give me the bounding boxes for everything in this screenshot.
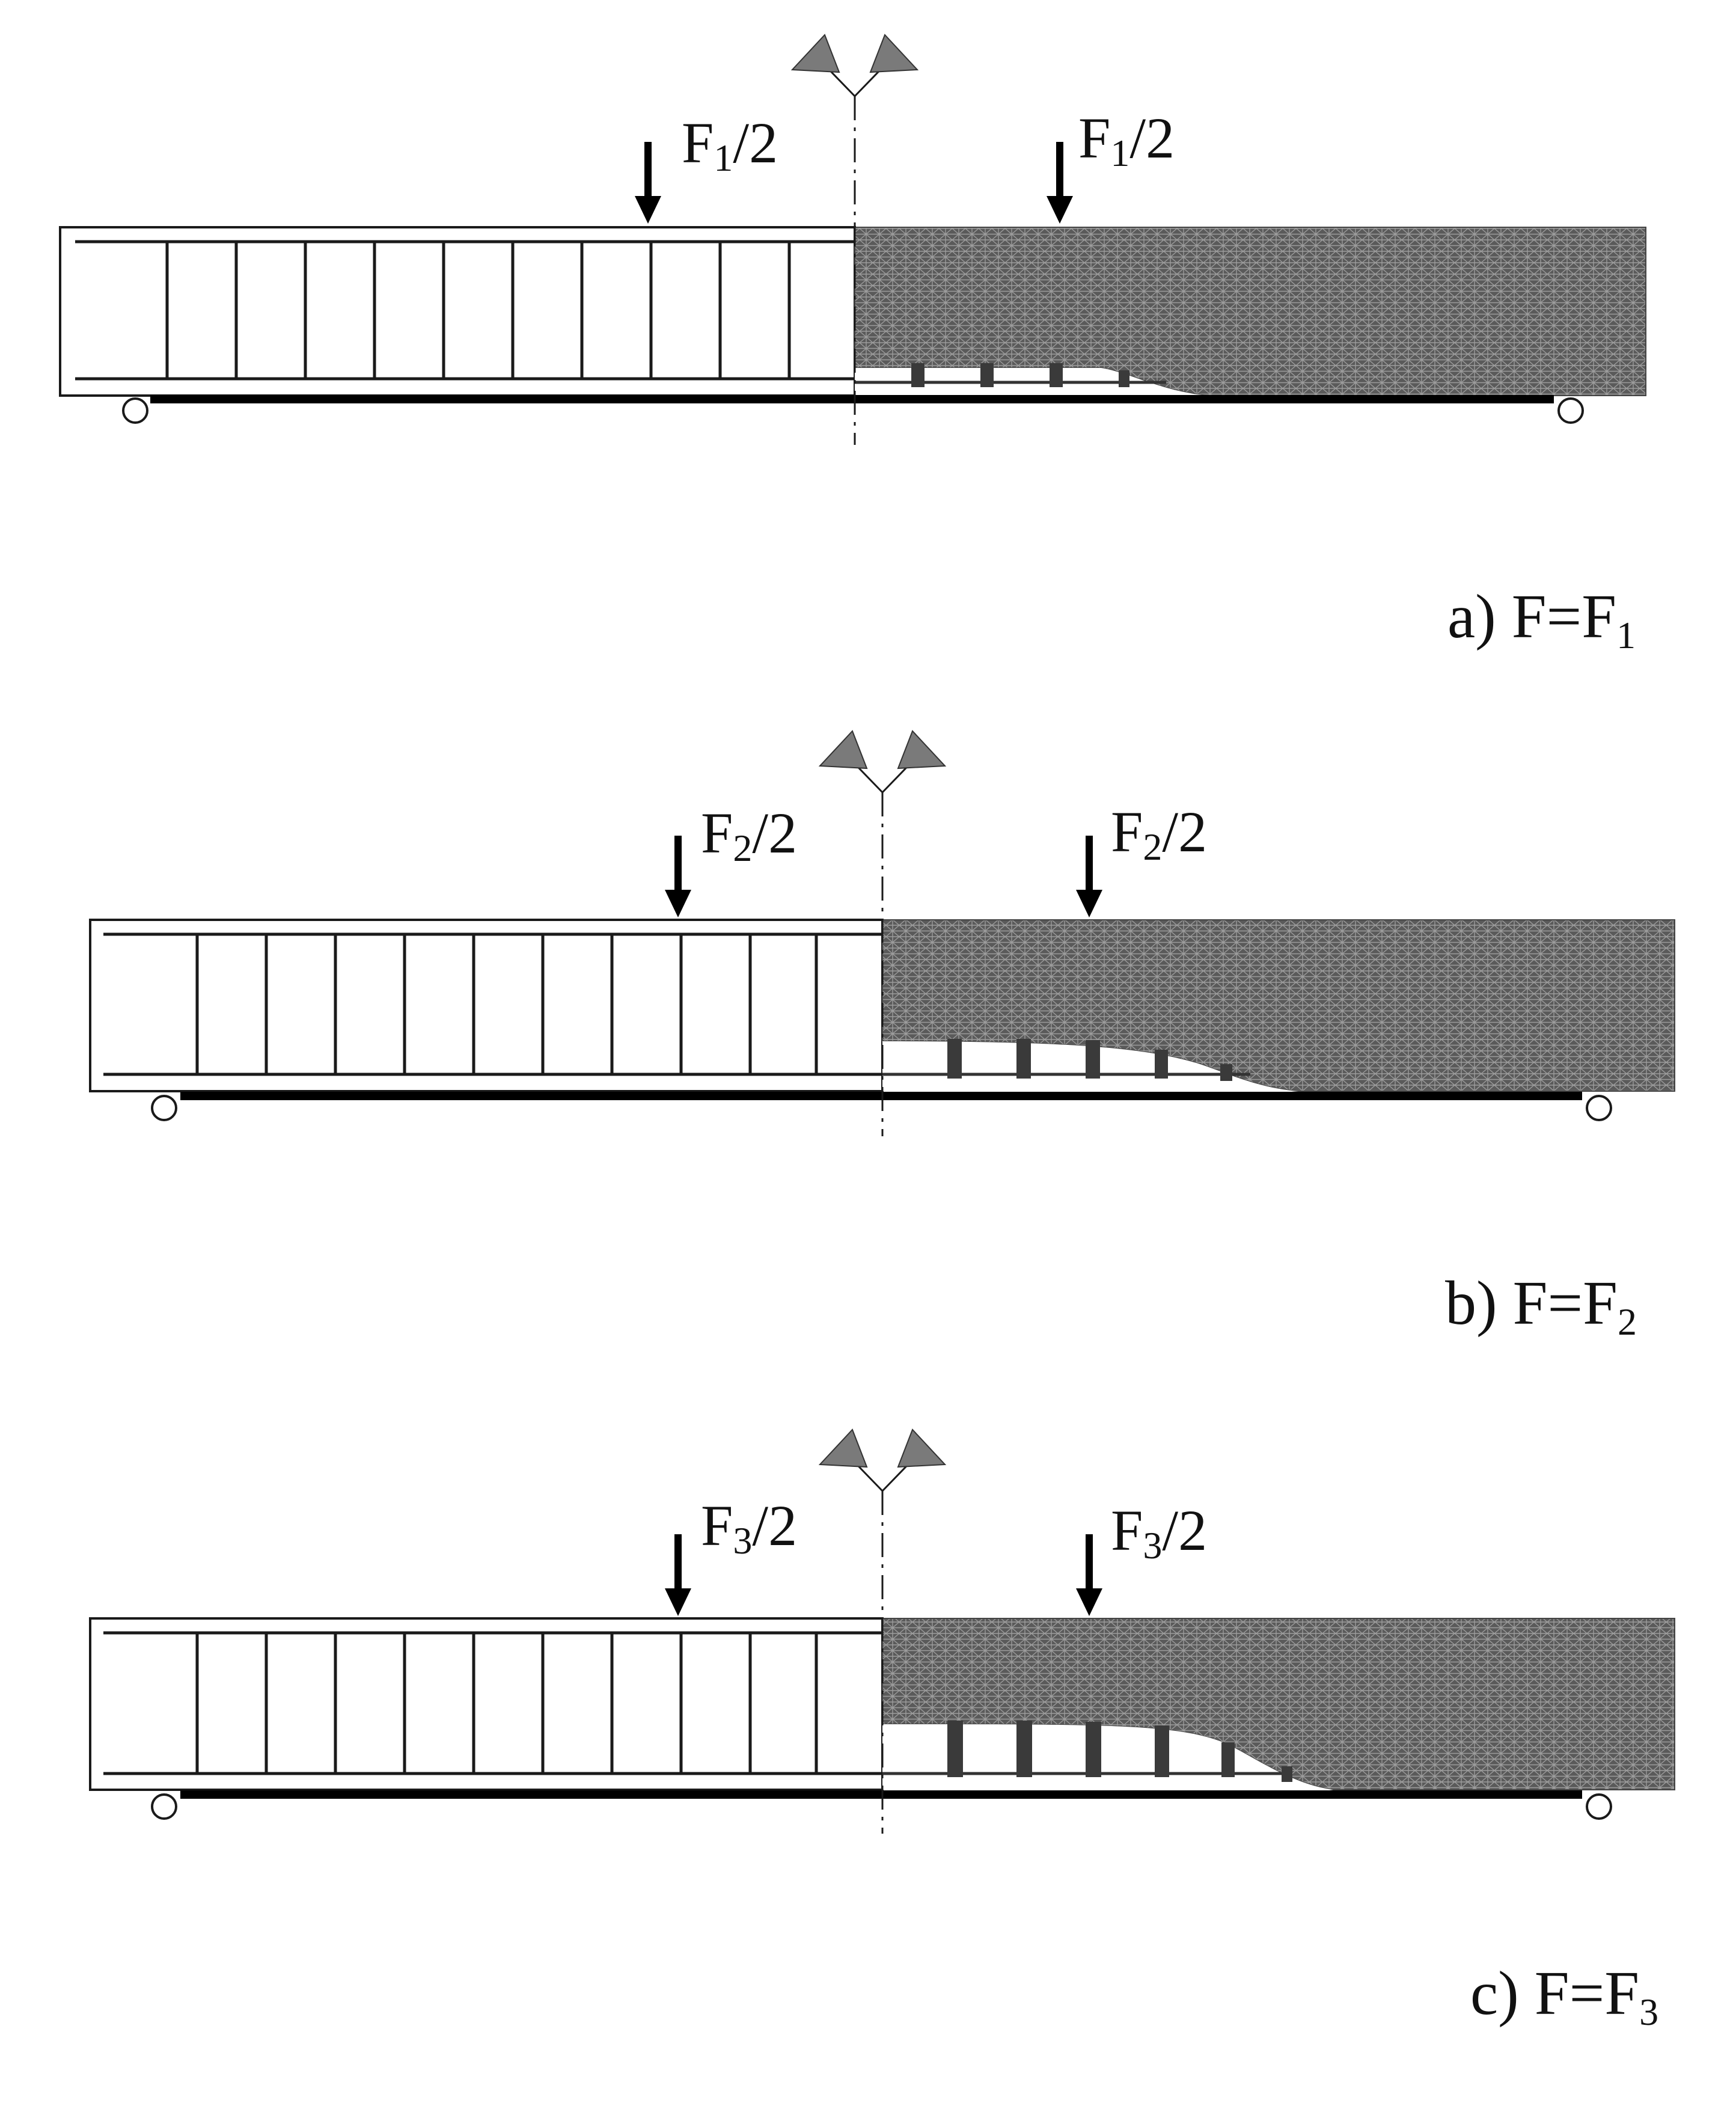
roller-support-left: [122, 397, 148, 424]
beam-left-half: [59, 226, 856, 397]
crack-cluster: [1016, 1721, 1032, 1777]
panel-b: F2/2 F2/2 b) F=F2: [89, 730, 1675, 1343]
load-label-right: F2/2: [1111, 800, 1207, 868]
beam-left-half: [89, 919, 884, 1092]
crack-cluster: [1086, 1040, 1100, 1079]
panel-c: F3/2 F3/2 c) F=F3: [89, 1428, 1675, 2033]
load-arrow-left-icon: [635, 142, 661, 224]
crack-cluster: [911, 363, 925, 387]
crack-region: [855, 363, 1207, 396]
roller-support-right: [1586, 1095, 1612, 1121]
roller-support-left: [151, 1793, 177, 1820]
crack-cluster: [1282, 1766, 1292, 1782]
crack-cluster: [1155, 1050, 1168, 1079]
panel-caption: b) F=F2: [1445, 1269, 1637, 1343]
load-arrow-left-icon: [665, 1534, 691, 1616]
roller-support-left: [151, 1095, 177, 1121]
symmetry-marker-icon: [790, 34, 919, 97]
crack-cluster: [1221, 1742, 1235, 1777]
load-label-left: F1/2: [682, 111, 778, 179]
load-arrow-right-icon: [1076, 1534, 1102, 1616]
crack-cluster: [947, 1721, 963, 1777]
load-arrow-left-icon: [665, 836, 691, 917]
beam-right-half-mesh: [882, 919, 1675, 1092]
crack-region: [882, 1721, 1333, 1790]
load-label-right: F1/2: [1078, 106, 1175, 174]
beam-right-half-mesh: [882, 1618, 1675, 1790]
panel-a: F1/2 F1/2 a) F=F1: [59, 34, 1646, 657]
load-label-left: F3/2: [701, 1493, 797, 1562]
beam-left-half: [89, 1617, 884, 1791]
crack-cluster: [1086, 1722, 1101, 1777]
load-label-left: F2/2: [701, 801, 797, 869]
crack-region: [882, 1039, 1298, 1091]
load-arrow-right-icon: [1047, 142, 1073, 224]
beam-outline: [89, 919, 884, 1092]
crack-cluster: [1220, 1064, 1232, 1081]
roller-support-right: [1586, 1793, 1612, 1820]
panel-caption: a) F=F1: [1447, 582, 1636, 657]
beam-outline: [59, 226, 856, 397]
symmetry-marker-icon: [818, 1428, 947, 1492]
beam-right-half-mesh: [854, 227, 1646, 396]
crack-cluster: [1050, 363, 1063, 387]
load-arrow-right-icon: [1076, 836, 1102, 917]
rebar-cage: [75, 240, 855, 381]
load-label-right: F3/2: [1111, 1498, 1207, 1567]
crack-cluster: [947, 1039, 962, 1079]
rebar-cage: [103, 932, 882, 1076]
roller-support-right: [1557, 397, 1584, 424]
symmetry-marker-icon: [818, 730, 947, 794]
crack-cluster: [1155, 1725, 1169, 1777]
crack-cluster: [980, 363, 994, 387]
rebar-cage: [103, 1631, 882, 1775]
panel-caption: c) F=F3: [1470, 1959, 1658, 2033]
crack-cluster: [1016, 1039, 1031, 1079]
beam-outline: [89, 1617, 884, 1791]
crack-cluster: [1119, 370, 1129, 387]
